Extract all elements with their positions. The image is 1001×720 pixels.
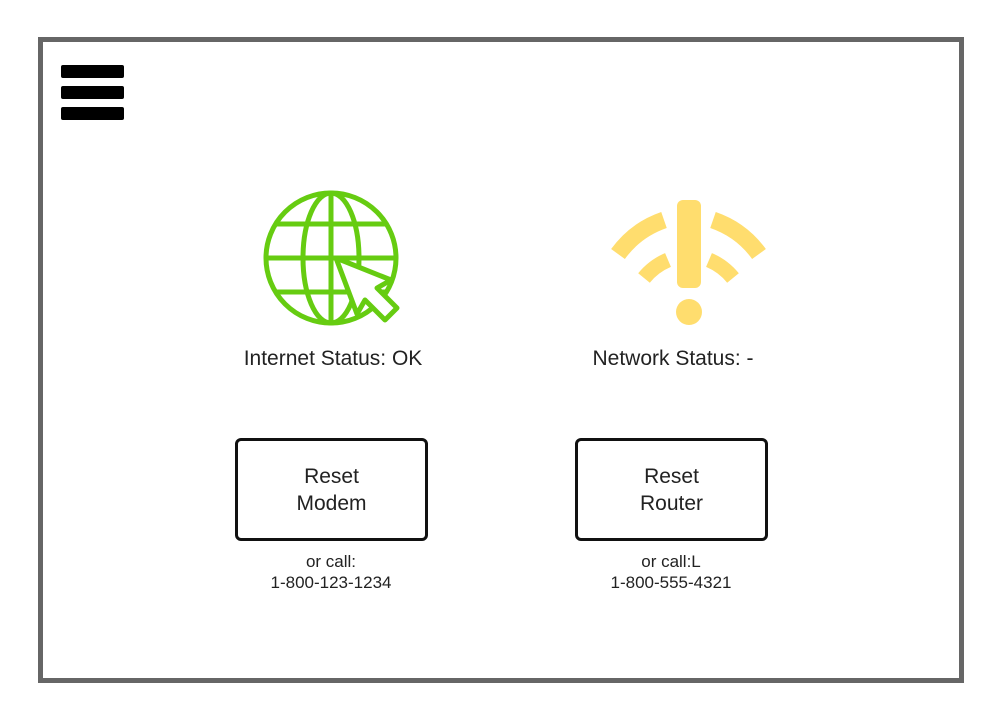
hamburger-menu-icon[interactable] (61, 60, 125, 122)
menu-bar-top (61, 65, 124, 78)
reset-router-button[interactable]: Reset Router (575, 438, 768, 541)
modem-call-info: or call: 1-800-123-1234 (201, 551, 461, 593)
reset-modem-label-line2: Modem (296, 491, 367, 515)
reset-modem-button[interactable]: Reset Modem (235, 438, 428, 541)
router-phone-number: 1-800-555-4321 (610, 573, 732, 592)
network-status-label: Network Status: - (592, 347, 754, 370)
router-call-info: or call:L 1-800-555-4321 (541, 551, 801, 593)
wifi-warning-icon (611, 200, 766, 325)
menu-bar-middle (61, 86, 124, 99)
reset-router-label-line1: Reset (644, 464, 699, 488)
menu-bar-bottom (61, 107, 124, 120)
app-frame: Internet Status: OK Network Status: - Re… (38, 37, 964, 683)
reset-modem-label-line1: Reset (304, 464, 359, 488)
internet-status-label: Internet Status: OK (243, 347, 423, 370)
globe-cursor-icon (263, 190, 400, 326)
modem-call-prefix: or call: (305, 552, 357, 571)
router-call-prefix: or call:L (641, 552, 701, 571)
reset-router-label-line2: Router (639, 491, 704, 515)
modem-phone-number: 1-800-123-1234 (270, 573, 392, 592)
